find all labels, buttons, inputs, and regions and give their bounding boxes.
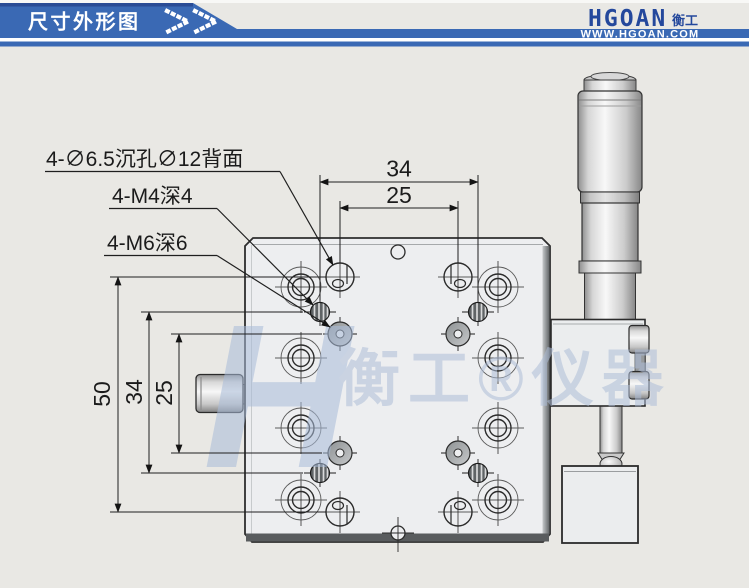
dim-left-middle: 34 [121,379,147,405]
chevrons-icon [164,8,221,35]
leader-counterbore [279,171,334,266]
logo-cjk: 衡工 [672,13,698,28]
micrometer-head [577,72,643,472]
micrometer-bracket [550,318,650,407]
logo: HGOAN 衡工 WWW.HGOAN.COM [581,6,700,41]
leader-m6 [216,254,331,328]
hole-pattern [274,244,525,552]
banner-navy-edge [0,3,193,7]
logo-text: HGOAN [588,6,667,32]
leader-m4 [216,208,314,306]
dim-left-outer: 50 [89,381,115,407]
banner-white-gap [0,38,749,42]
pin-hole-bottom [382,517,414,552]
anvil-block [561,465,639,544]
annotations [45,170,479,513]
label-m4: 4-M4深4 [112,185,193,208]
banner-shape [0,3,749,38]
label-m6: 4-M6深6 [107,232,188,255]
bracket-boss [628,324,650,354]
pin-hole-top [390,244,406,260]
watermark-text: 衡工®仪器 [338,345,672,414]
website-url: WWW.HGOAN.COM [581,29,700,41]
dim-top-inner: 25 [386,182,412,208]
micrometer-barrel [581,202,639,262]
side-knob [195,373,249,414]
plate-right-shadow [542,246,550,534]
banner-bottom-stripe [0,41,749,47]
dim-left-inner: 25 [151,380,177,406]
dim-top-outer: 34 [386,156,412,182]
header-banner: 尺寸外形图 HGOAN 衡工 WWW.HGOAN.COM [0,0,749,47]
watermark: H 衡工®仪器 [203,282,672,511]
page-title: 尺寸外形图 [28,10,141,34]
watermark-h: H [203,282,355,511]
header-top-strip [0,0,749,3]
bracket-boss [628,370,650,400]
micrometer-sleeve [584,272,636,323]
label-counterbore: 4-∅6.5沉孔∅12背面 [46,148,243,171]
